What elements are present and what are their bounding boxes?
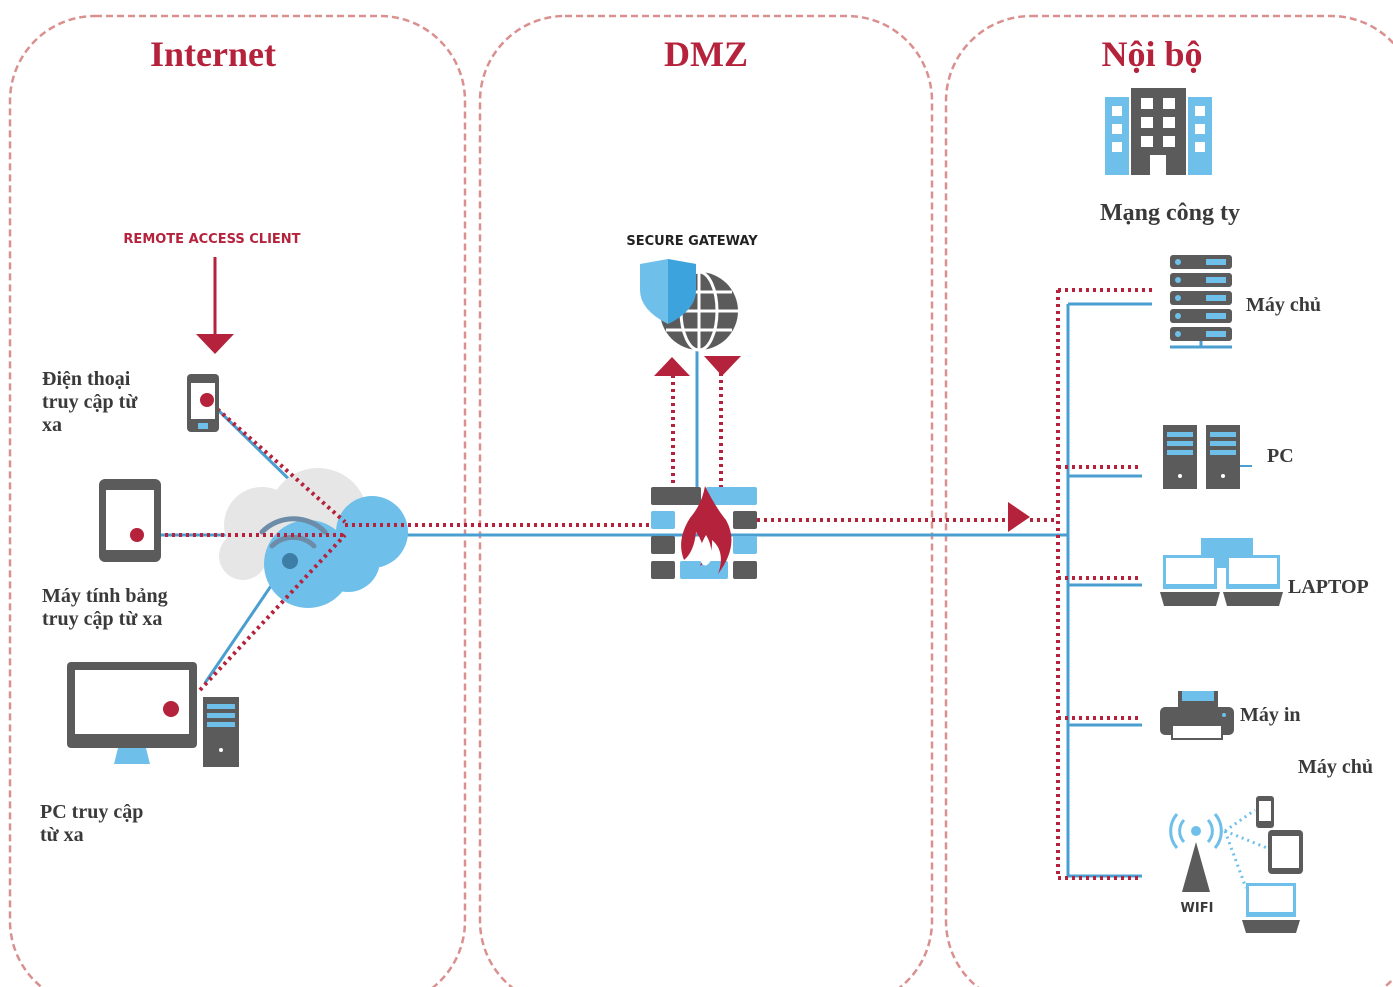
zone-dmz — [478, 14, 934, 987]
wifi-label: WIFI — [1181, 901, 1214, 916]
wifi-tablet-icon — [1268, 830, 1303, 874]
printer-label: Máy in — [1240, 704, 1301, 726]
pc-label: PC — [1267, 445, 1294, 467]
wifi-laptop-icon — [1242, 883, 1300, 933]
company-network-label: Mạng công ty — [1100, 200, 1240, 226]
phone-icon — [187, 374, 219, 432]
zone-title-internet: Internet — [150, 34, 276, 74]
arrow-right-icon — [1008, 502, 1030, 532]
wifi-phone-icon — [1256, 796, 1274, 828]
zone-title-internal: Nội bộ — [1101, 34, 1202, 74]
firewall-icon — [651, 486, 757, 579]
antenna-icon — [1169, 813, 1223, 892]
zone-title-dmz: DMZ — [664, 34, 748, 74]
wifi-icon — [259, 516, 328, 569]
server-label: Máy chủ — [1246, 294, 1321, 316]
tablet-icon — [99, 479, 161, 562]
building-icon — [1105, 88, 1212, 175]
shield-icon — [640, 259, 696, 324]
cloud-icon — [219, 468, 408, 608]
printer-icon — [1160, 691, 1234, 740]
laptop-label: LAPTOP — [1288, 576, 1369, 598]
zone-internet — [8, 14, 467, 987]
wifi-group-label: Máy chủ — [1298, 756, 1373, 778]
secure-gateway-label: SECURE GATEWAY — [626, 234, 758, 249]
server-rack-icon — [1170, 255, 1232, 349]
red-dotted-lines-internet — [137, 373, 1010, 692]
tower-icon — [203, 697, 239, 767]
laptop-icon — [1160, 538, 1283, 606]
zone-internal — [944, 14, 1393, 987]
wifi-dotted-links — [1223, 808, 1268, 889]
monitor-icon — [67, 662, 197, 764]
pc-tower-icon — [1163, 425, 1252, 489]
arrow-down-icon — [196, 334, 234, 354]
arrow-up-icon — [654, 357, 690, 376]
remote-access-client-label: REMOTE ACCESS CLIENT — [123, 232, 300, 247]
red-dotted-lines-internal — [1030, 288, 1152, 880]
arrow-down-icon — [704, 356, 741, 376]
